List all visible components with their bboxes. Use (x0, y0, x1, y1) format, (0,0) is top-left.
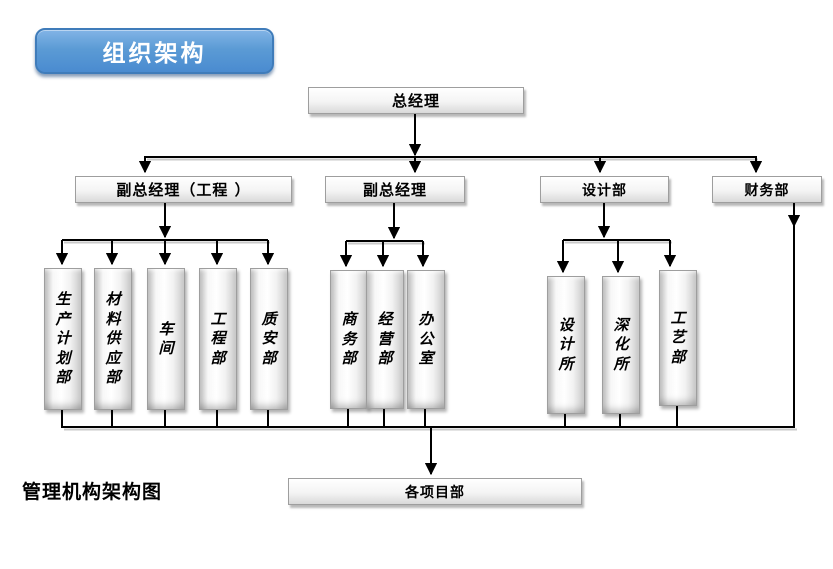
node-operation-dept-label: 经营部 (377, 310, 393, 368)
node-general-manager: 总经理 (308, 87, 524, 114)
node-detailing-institute-label: 深化所 (613, 315, 629, 373)
org-title-badge-label: 组织架构 (102, 41, 207, 67)
node-design-dept: 设计部 (540, 176, 669, 203)
node-process-dept: 工艺部 (659, 270, 697, 406)
node-design-dept-label: 设计部 (582, 182, 627, 199)
node-vice-gm-engineering-label: 副总经理（工程 ） (116, 181, 251, 199)
node-workshop-label: 车间 (158, 319, 174, 358)
node-office: 办公室 (407, 270, 445, 409)
node-material-supply-dept-label: 材料供应部 (105, 290, 121, 387)
node-project-depts: 各项目部 (288, 478, 582, 505)
node-engineering-dept-label: 工程部 (210, 309, 226, 367)
node-vice-gm-label: 副总经理 (362, 181, 427, 199)
node-production-planning-dept-label: 生产计划部 (55, 290, 71, 387)
org-title-badge: 组织架构 (35, 28, 274, 74)
node-commerce-dept-label: 商务部 (341, 310, 357, 368)
node-general-manager-label: 总经理 (391, 92, 440, 110)
node-vice-gm: 副总经理 (325, 176, 465, 203)
node-engineering-dept: 工程部 (199, 268, 237, 410)
node-production-planning-dept: 生产计划部 (44, 268, 82, 410)
node-vice-gm-engineering: 副总经理（工程 ） (75, 176, 292, 203)
node-material-supply-dept: 材料供应部 (94, 268, 132, 410)
node-quality-safety-dept: 质安部 (250, 268, 288, 410)
node-design-institute-label: 设计所 (558, 315, 574, 373)
node-workshop: 车间 (147, 268, 185, 410)
node-finance-dept-label: 财务部 (744, 182, 790, 199)
diagram-caption: 管理机构架构图 (22, 481, 163, 503)
node-office-label: 办公室 (418, 310, 434, 368)
node-commerce-dept: 商务部 (330, 270, 368, 409)
node-process-dept-label: 工艺部 (670, 308, 686, 366)
node-quality-safety-dept-label: 质安部 (261, 309, 277, 367)
node-operation-dept: 经营部 (366, 270, 404, 409)
node-detailing-institute: 深化所 (602, 276, 640, 414)
node-design-institute: 设计所 (547, 276, 585, 414)
node-finance-dept: 财务部 (712, 176, 822, 203)
node-project-depts-label: 各项目部 (405, 484, 465, 501)
